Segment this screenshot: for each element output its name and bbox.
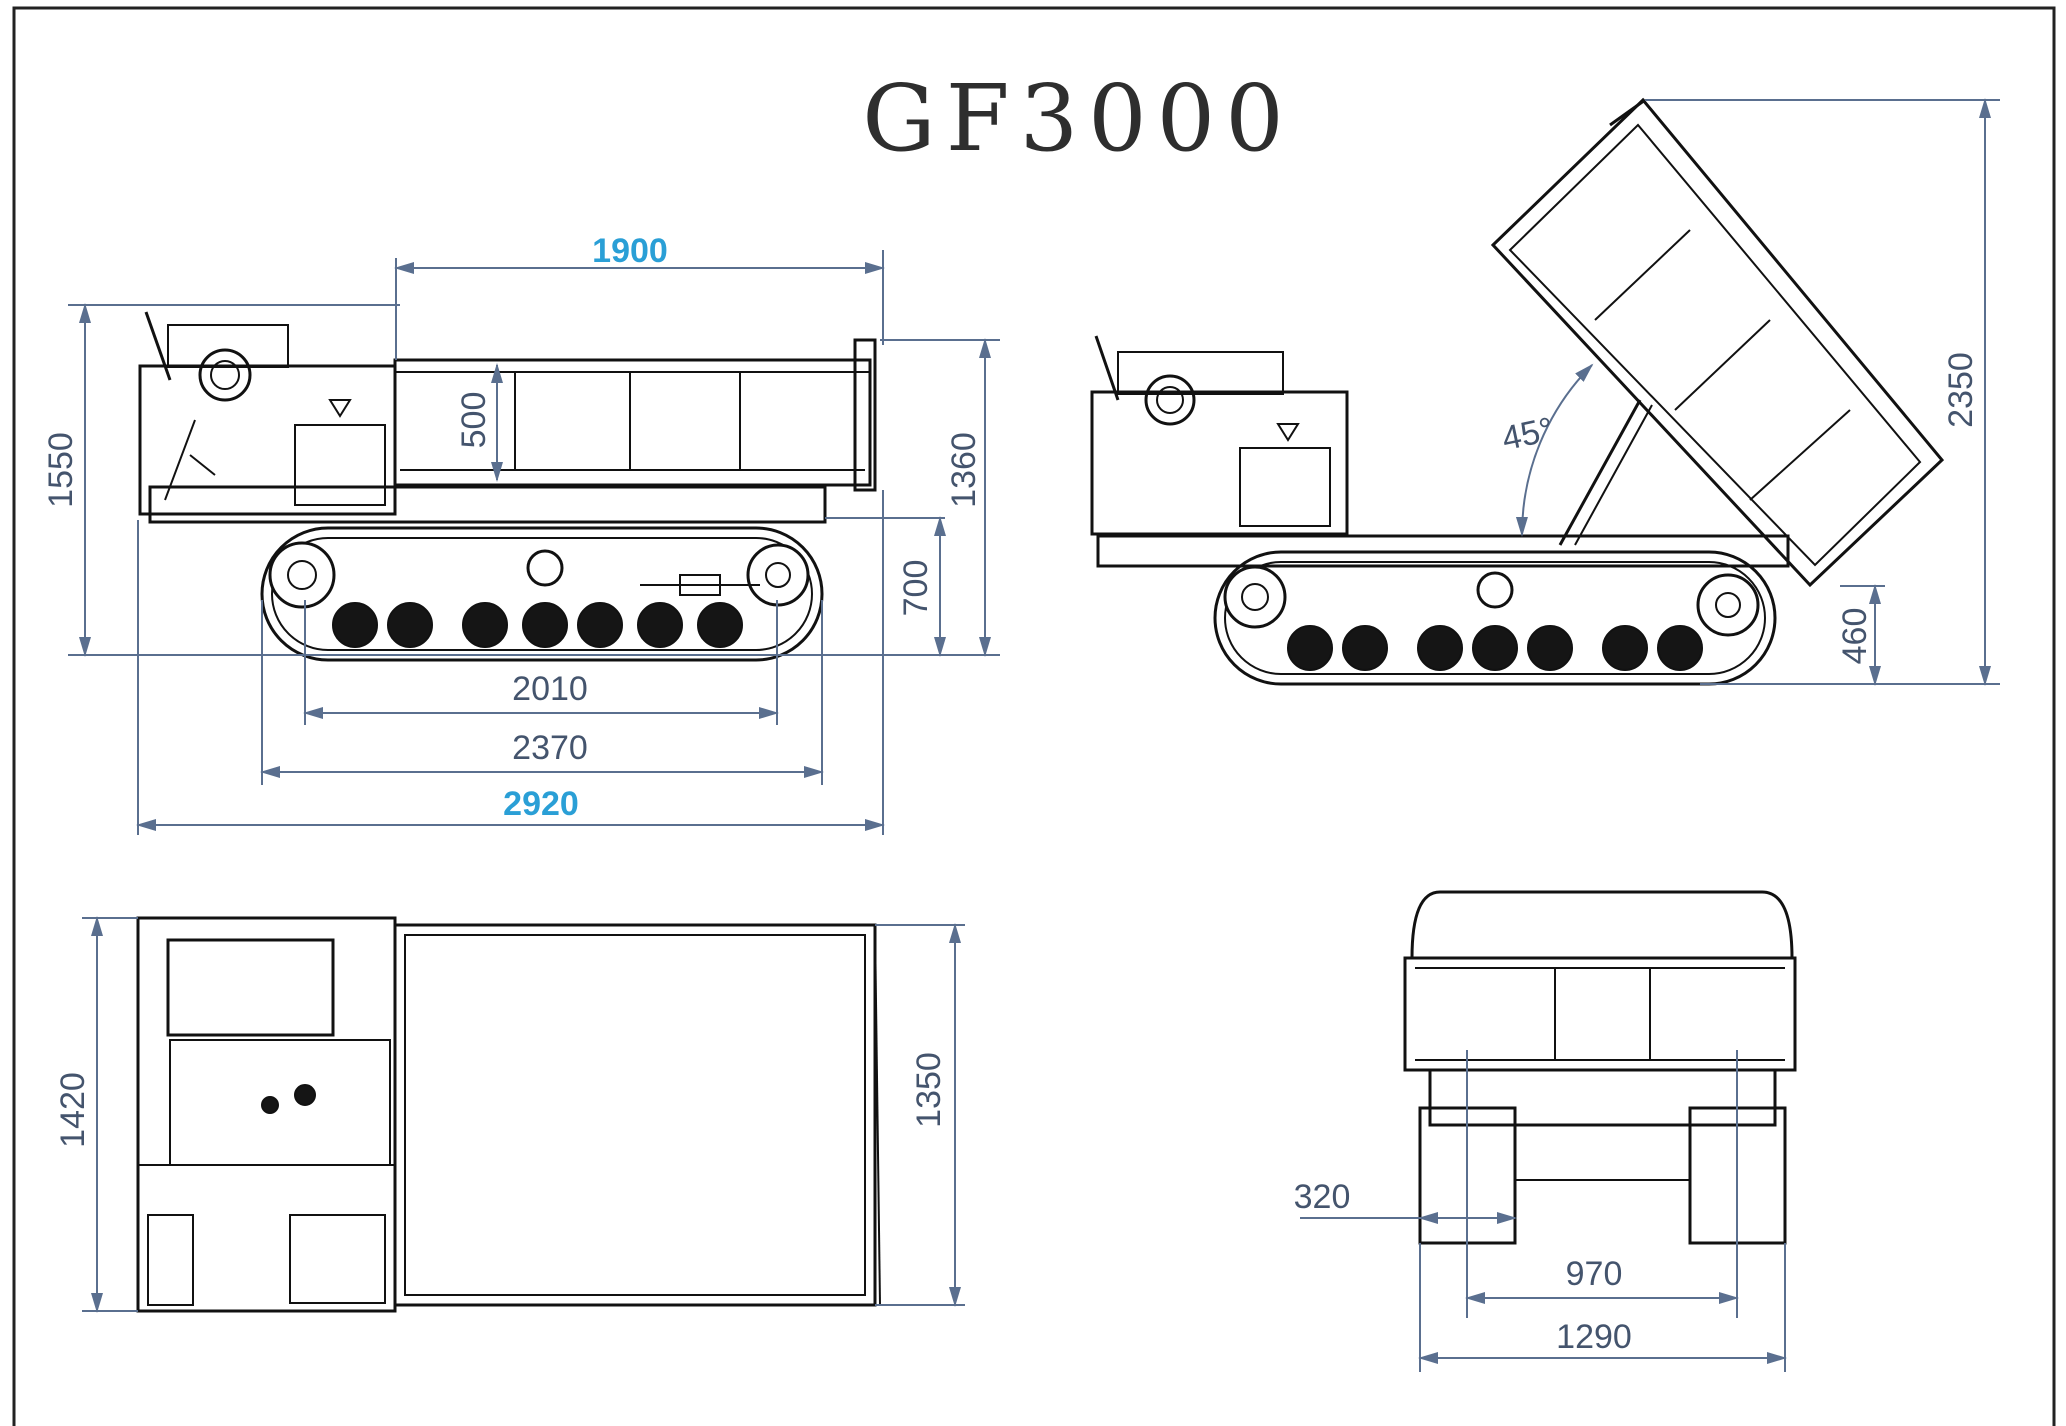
tipping-view: 45° 2350 460	[1090, 97, 2000, 686]
dim-tip-clearance: 460	[1836, 608, 1874, 665]
dim-outer-width: 1290	[1556, 1318, 1632, 1356]
dim-wheelbase: 2010	[512, 670, 588, 708]
rear-view: 320 970 1290	[1294, 890, 1797, 1372]
dim-track-gauge: 970	[1566, 1255, 1623, 1293]
side-view: 1900 1550 500 1360 700 2010 2370 2920	[42, 232, 1000, 835]
dim-deck-height: 700	[897, 560, 935, 617]
drawing-title: GF3000	[862, 65, 1293, 172]
dim-track-width: 320	[1294, 1178, 1351, 1216]
dim-tip-angle: 45°	[1499, 410, 1557, 458]
dim-height-total: 1550	[42, 432, 80, 508]
drawing-frame	[12, 6, 2056, 1426]
dim-overall-length: 2920	[503, 785, 579, 823]
dim-overall-width: 1420	[54, 1072, 92, 1148]
dim-bed-width: 1350	[910, 1052, 948, 1128]
dim-top-length: 1900	[592, 232, 668, 270]
top-view: 1420 1350	[54, 916, 965, 1313]
dim-bed-depth: 500	[455, 392, 493, 449]
dim-track-length: 2370	[512, 729, 588, 767]
dim-tip-height: 2350	[1942, 352, 1980, 428]
dim-bed-height: 1360	[945, 432, 983, 508]
